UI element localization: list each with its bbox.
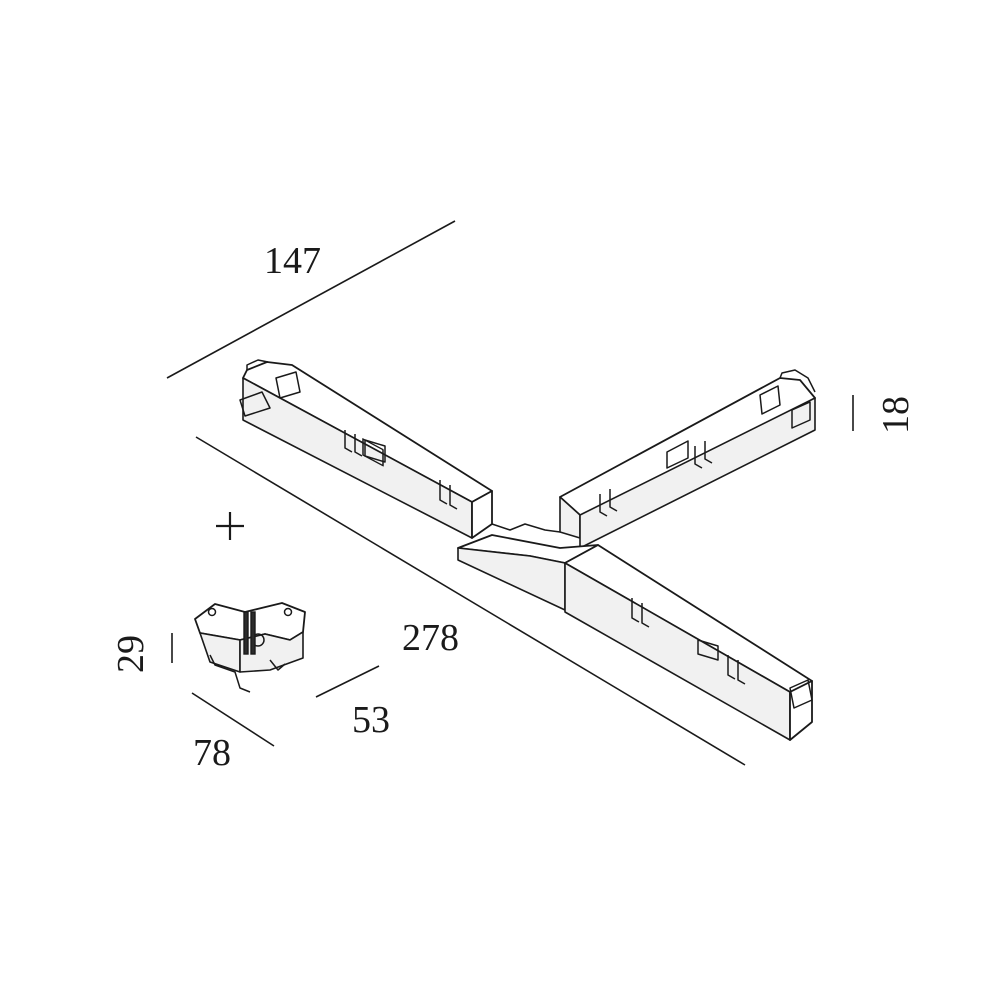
upper-right-arm [559, 369, 816, 549]
lower-right-arm [564, 544, 813, 741]
t-connector-assembly [239, 359, 816, 741]
dimension-line-278 [195, 436, 746, 766]
dimension-label-29: 29 [110, 635, 152, 673]
plus-icon [216, 512, 244, 540]
dimension-label-53: 53 [352, 699, 390, 741]
dimension-line-53 [315, 665, 380, 698]
dimension-label-147: 147 [264, 240, 321, 282]
dimension-label-18: 18 [875, 396, 917, 434]
dimension-line-78 [191, 692, 275, 747]
dimension-label-278: 278 [402, 617, 459, 659]
dimension-line-147 [166, 220, 456, 379]
dimension-label-78: 78 [193, 732, 231, 774]
upper-left-arm [239, 359, 493, 539]
connector-clip [194, 602, 306, 693]
